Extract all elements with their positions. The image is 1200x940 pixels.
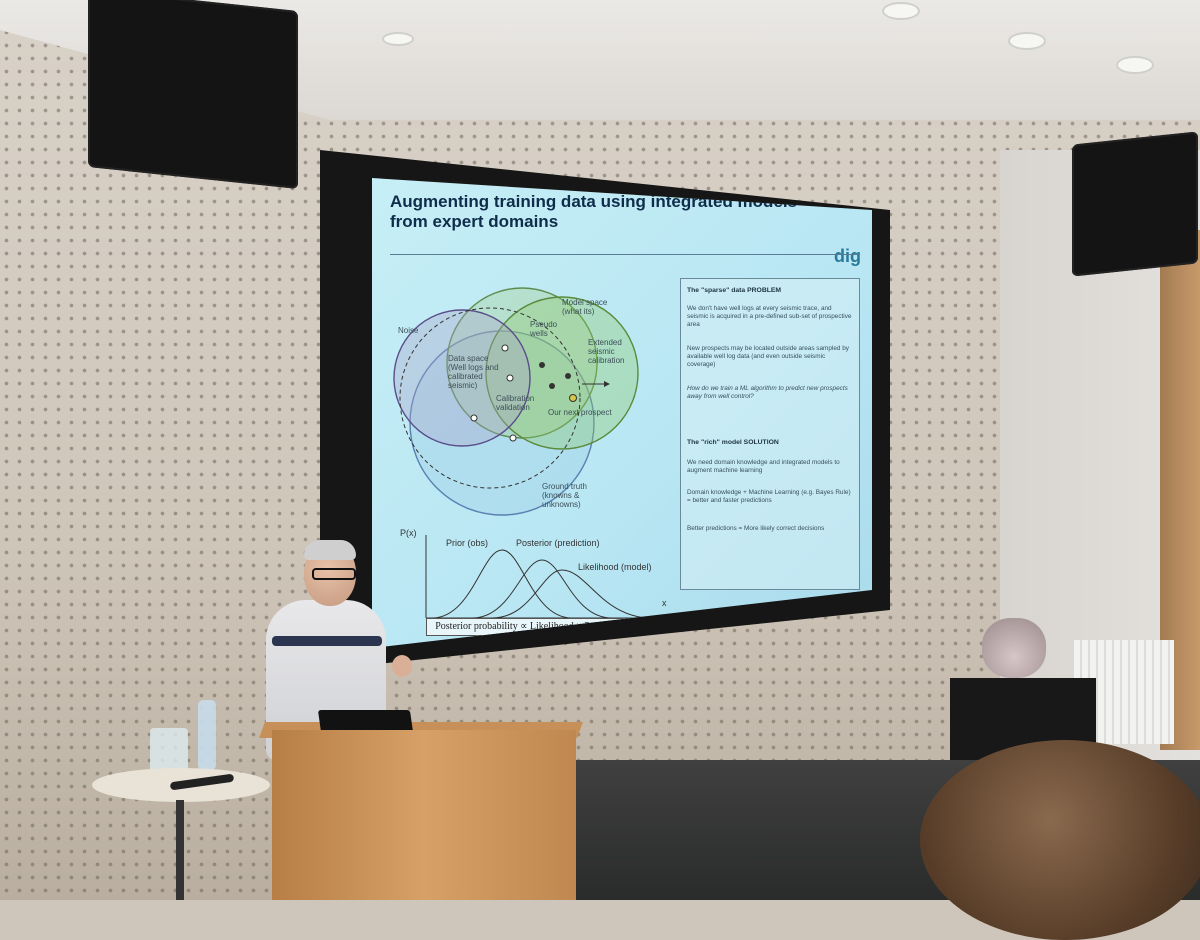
point <box>549 383 555 389</box>
extended-circle <box>485 296 639 450</box>
pseudo-wells-label: Pseudo wells <box>530 320 558 338</box>
ceiling-light <box>1118 58 1152 72</box>
right-speaker <box>1072 131 1198 277</box>
model-space-label: Model space (what its) <box>562 298 608 316</box>
calibration-circle <box>399 307 581 489</box>
data-space-circle <box>393 309 531 447</box>
point <box>506 374 514 382</box>
solution-heading: The "rich" model SOLUTION <box>687 439 779 446</box>
water-jug <box>150 728 188 774</box>
shirt-stripe <box>272 636 382 646</box>
ceiling-light <box>884 4 918 18</box>
left-speaker <box>88 0 298 190</box>
flower-vase <box>982 618 1046 678</box>
solution-text: We need domain knowledge and integrated … <box>687 459 840 474</box>
solution-text: Better predictions = More likely correct… <box>687 525 825 532</box>
solution-text: Domain knowledge + Machine Learning (e.g… <box>687 489 851 504</box>
audience-member-head <box>920 740 1200 940</box>
data-space-label: Data space (Well logs and calibrated sei… <box>448 354 499 390</box>
problem-text: We don't have well logs at every seismic… <box>687 305 852 328</box>
point <box>539 362 545 368</box>
title-divider <box>390 254 860 255</box>
ground-truth-label: Ground truth (knowns & unknowns) <box>542 482 587 509</box>
ceiling-light <box>1010 34 1044 48</box>
presenter-hair <box>304 540 356 560</box>
calibration-label: Calibration validation <box>496 394 535 412</box>
presentation-slide: Augmenting training data using integrate… <box>372 178 872 648</box>
water-bottle <box>198 700 216 770</box>
side-table-leg <box>176 800 184 900</box>
problem-heading: The "sparse" data PROBLEM <box>687 287 782 294</box>
info-box: The "sparse" data PROBLEM We don't have … <box>680 278 860 590</box>
x-axis-label: x <box>662 598 667 608</box>
point <box>470 414 478 422</box>
venn-diagram <box>393 287 639 516</box>
arrow-head <box>604 381 610 387</box>
posterior-label: Posterior (prediction) <box>516 538 600 548</box>
problem-text: New prospects may be located outside are… <box>687 345 849 368</box>
wooden-podium <box>272 730 576 900</box>
posterior-curve <box>471 559 613 619</box>
logo: dig <box>834 246 861 266</box>
noise-label: Noise <box>398 326 419 335</box>
point <box>501 344 509 352</box>
y-axis-label: P(x) <box>400 528 417 538</box>
likelihood-curve <box>491 569 653 619</box>
ground-truth-circle <box>409 330 595 516</box>
presenter-hand <box>392 655 412 677</box>
likelihood-label: Likelihood (model) <box>578 562 652 572</box>
prior-curve <box>431 549 573 619</box>
problem-text: How do we train a ML algorithm to predic… <box>687 385 848 400</box>
next-prospect-label: Our next prospect <box>548 408 612 417</box>
point <box>565 373 571 379</box>
extended-label: Extended seismic calibration <box>588 338 625 365</box>
point <box>509 434 517 442</box>
glasses <box>312 568 356 580</box>
next-prospect-point <box>569 394 577 402</box>
prior-label: Prior (obs) <box>446 538 489 548</box>
ceiling-light <box>384 34 412 44</box>
